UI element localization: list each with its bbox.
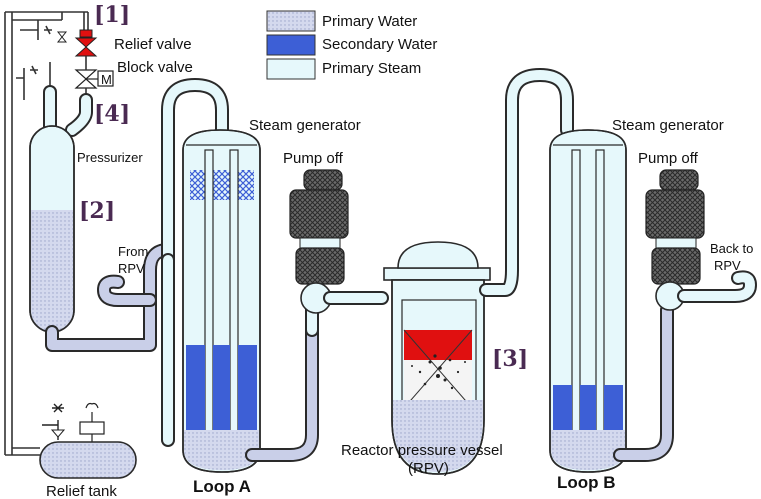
motor-icon: M [97,70,114,87]
valve-stack: M [56,12,114,100]
legend-label-primary-water: Primary Water [322,13,417,30]
legend-label-primary-steam: Primary Steam [322,60,421,77]
loop-a-label: Loop A [193,477,251,496]
pump-off-a-label: Pump off [283,150,344,167]
relief-tank [39,402,137,479]
marker-3: [3] [492,346,528,372]
marker-2: [2] [79,198,115,224]
pressurizer-label: Pressurizer [77,150,143,165]
relief-tank-label: Relief tank [46,483,117,499]
svg-text:M: M [101,72,112,87]
legend: Primary Water Secondary Water Primary St… [266,10,437,80]
relief-valve-icon [74,29,98,57]
rpv-label-2: (RPV) [408,460,449,477]
from-rpv-label-2: RPV [118,261,145,276]
marker-4: [4] [94,101,130,127]
reactor-pressure-vessel [383,241,491,475]
legend-label-secondary-water: Secondary Water [322,36,437,53]
legend-swatch-primary-water [266,10,316,32]
legend-swatch-primary-steam [266,58,316,80]
pump-off-b-label: Pump off [638,150,699,167]
legend-swatch-secondary-water [266,34,316,56]
pump-b-icon [645,169,705,311]
steam-generator-b-label: Steam generator [612,117,724,134]
marker-1: [1] [94,2,130,28]
pump-a-icon [289,169,349,314]
block-valve-label: Block valve [117,59,193,76]
relief-valve-label: Relief valve [114,36,192,53]
pressurizer [29,125,75,333]
steam-generator-a-label: Steam generator [249,117,361,134]
steam-generator-a [182,129,261,473]
back-rpv-label-1: Back to [710,241,753,256]
from-rpv-label-1: From [118,244,148,259]
back-rpv-label-2: RPV [714,258,741,273]
relief-line [4,11,88,456]
steam-generator-b [549,129,627,473]
block-valve-icon [74,69,98,89]
loop-b-label: Loop B [557,473,616,492]
rpv-label-1: Reactor pressure vessel [341,442,503,459]
